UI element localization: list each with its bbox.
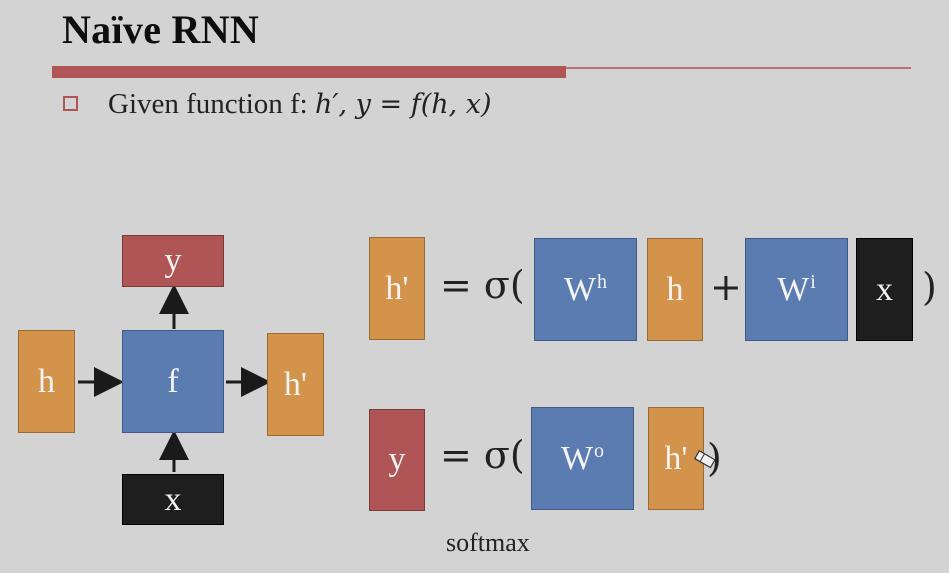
eq2-wo-label: Wo bbox=[560, 439, 605, 477]
eq1-wh-label: Wh bbox=[563, 270, 608, 308]
eq1-hprime-box: h' bbox=[369, 237, 425, 340]
eraser-cursor-icon bbox=[694, 450, 716, 469]
eq1-h-label: h bbox=[666, 270, 684, 308]
output-hprime-label: h' bbox=[283, 365, 308, 403]
output-y-box: y bbox=[122, 235, 224, 287]
function-f-box: f bbox=[122, 330, 224, 433]
eq1-wi-label: Wi bbox=[777, 270, 816, 308]
eq1-wh-box: Wh bbox=[534, 238, 637, 341]
input-h-box: h bbox=[18, 330, 75, 433]
softmax-caption: softmax bbox=[446, 528, 530, 557]
function-f-label: f bbox=[167, 362, 179, 400]
eq1-wi-box: Wi bbox=[745, 238, 848, 341]
slide-title: Naïve RNN bbox=[62, 7, 260, 52]
bullet-formula: h′, y = f(h, x) bbox=[314, 89, 492, 120]
bullet-line: Given function f: h′, y = f(h, x) bbox=[108, 88, 492, 121]
output-y-label: y bbox=[164, 242, 182, 279]
output-hprime-box: h' bbox=[267, 333, 324, 436]
input-x-box: x bbox=[122, 474, 224, 525]
eq1-h-box: h bbox=[647, 238, 703, 341]
eq1-equals-sigma: = σ( bbox=[440, 263, 525, 307]
eq2-equals-sigma: = σ( bbox=[440, 433, 525, 477]
eq2-y-box: y bbox=[369, 409, 425, 511]
eq1-x-label: x bbox=[876, 270, 893, 308]
bullet-text: Given function f: bbox=[108, 88, 308, 120]
input-h-label: h bbox=[38, 362, 55, 400]
title-underline-thick bbox=[52, 66, 566, 78]
bullet-square-icon bbox=[63, 96, 78, 111]
title-underline-thin bbox=[566, 67, 911, 69]
eq2-wo-box: Wo bbox=[531, 407, 634, 510]
eq1-hprime-label: h' bbox=[385, 269, 409, 307]
eq1-plus: + bbox=[710, 265, 742, 309]
eq1-close-paren: ) bbox=[922, 265, 937, 309]
eq2-close-paren: ) bbox=[707, 436, 722, 480]
eq1-x-box: x bbox=[856, 238, 913, 341]
input-x-label: x bbox=[164, 480, 182, 518]
eq2-y-label: y bbox=[388, 441, 406, 478]
eq2-hprime-label: h' bbox=[664, 439, 688, 477]
